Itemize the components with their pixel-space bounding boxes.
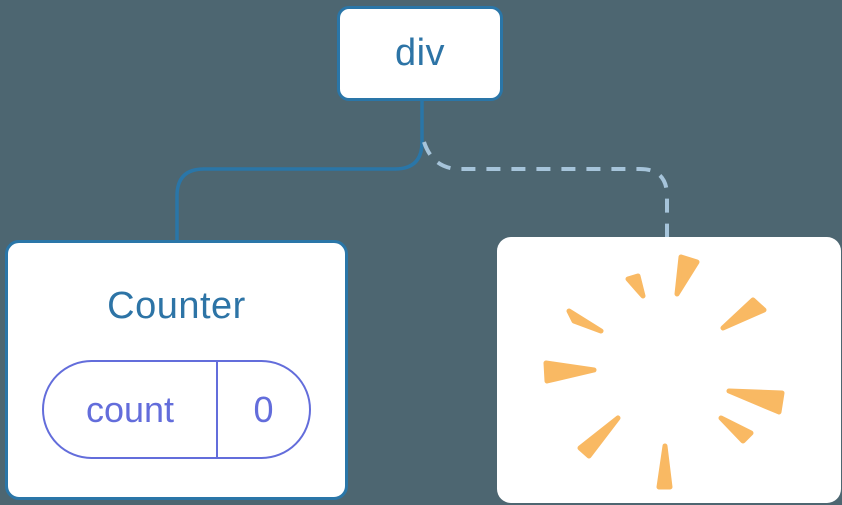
- edge-solid-to-counter: [175, 101, 424, 240]
- counter-title: Counter: [107, 285, 246, 327]
- tree-node-div: div: [337, 6, 503, 101]
- tree-node-removed: [497, 237, 841, 503]
- state-value: 0: [216, 362, 309, 457]
- tree-node-counter: Counter count 0: [5, 240, 348, 500]
- poof-burst-icon: [543, 254, 785, 490]
- node-div-label: div: [394, 32, 446, 74]
- state-pill: count 0: [42, 360, 311, 459]
- state-name: count: [85, 388, 175, 430]
- edge-dashed-to-removed: [422, 141, 669, 237]
